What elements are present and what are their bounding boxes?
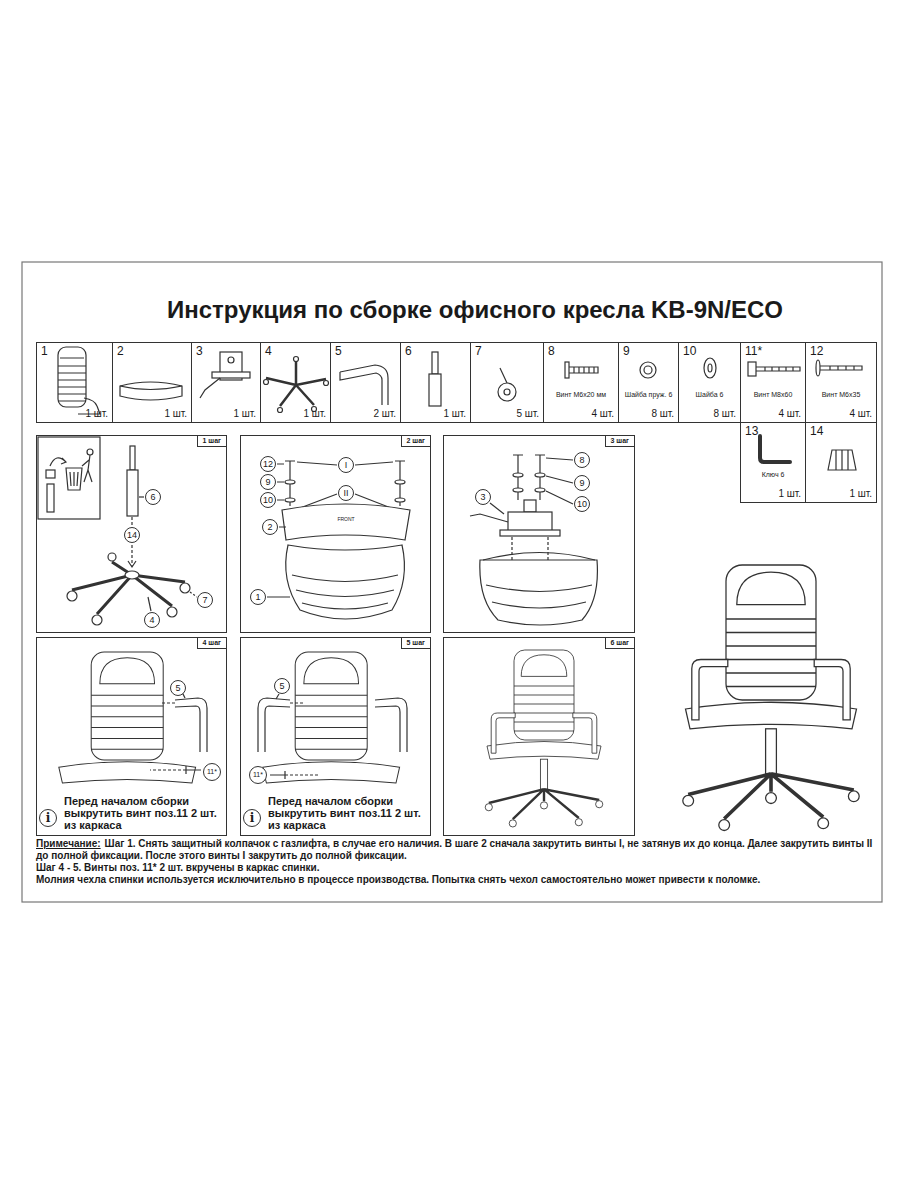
info-icon: i bbox=[243, 809, 261, 827]
part-number: 7 bbox=[475, 345, 482, 359]
note-paragraph: Шаг 4 - 5. Винты поз. 11* 2 шт. вкручены… bbox=[36, 862, 882, 874]
callout-number: II bbox=[338, 485, 354, 501]
info-icon: i bbox=[39, 809, 57, 827]
part-cell: 7 5 шт. bbox=[470, 342, 544, 423]
part-quantity: 1 шт. bbox=[85, 408, 108, 420]
part-number: 4 bbox=[265, 345, 272, 359]
part-name: Шайба 6 bbox=[696, 391, 724, 399]
part-number: 12 bbox=[810, 345, 823, 359]
callout-number: 5 bbox=[170, 680, 186, 696]
step-label: 1 шаг bbox=[197, 436, 226, 447]
part-quantity: 2 шт. bbox=[373, 408, 396, 420]
info-note: Перед началом сборки выкрутить винт поз.… bbox=[268, 795, 428, 831]
step-panel: 4 шагПеред началом сборки выкрутить винт… bbox=[36, 637, 227, 836]
notes-block: Примечание:Шаг 1. Снять защитный колпачо… bbox=[36, 838, 882, 886]
callout-number: 11* bbox=[203, 763, 221, 781]
part-cell: 1 1 шт. bbox=[36, 342, 113, 423]
callout-number: 2 bbox=[262, 519, 278, 535]
part-cell: 10Шайба 6 8 шт. bbox=[678, 342, 741, 423]
part-cell: 11* Винт М8х60 4 шт. bbox=[740, 342, 806, 423]
part-number: 11* bbox=[745, 345, 762, 359]
note-paragraph: Примечание:Шаг 1. Снять защитный колпачо… bbox=[36, 838, 882, 862]
info-note: Перед началом сборки выкрутить винт поз.… bbox=[64, 795, 224, 831]
part-name: Ключ 6 bbox=[762, 471, 785, 479]
part-cell: 4 1 шт. bbox=[260, 342, 331, 423]
part-number: 9 bbox=[623, 345, 630, 359]
part-quantity: 1 шт. bbox=[164, 408, 187, 420]
part-cell: 9Шайба пруж. 6 8 шт. bbox=[618, 342, 679, 423]
part-quantity: 1 шт. bbox=[849, 488, 872, 500]
callout-number: 11* bbox=[249, 766, 267, 784]
part-quantity: 1 шт. bbox=[778, 488, 801, 500]
part-cell: 2 1 шт. bbox=[112, 342, 192, 423]
part-number: 14 bbox=[810, 425, 823, 439]
callout-number: 1 bbox=[250, 589, 266, 605]
part-cell: 14 1 шт. bbox=[805, 422, 877, 503]
step-label: 2 шаг bbox=[401, 436, 430, 447]
step-label: 6 шаг bbox=[605, 638, 634, 649]
callout-number: 12 bbox=[260, 456, 276, 472]
callout-number: 9 bbox=[260, 474, 276, 490]
note-text: Шаг 4 - 5. Винты поз. 11* 2 шт. вкручены… bbox=[36, 862, 319, 873]
note-text: Шаг 1. Снять защитный колпачок с газлифт… bbox=[36, 838, 872, 861]
callout-number: 10 bbox=[574, 496, 590, 512]
callout-number: 8 bbox=[574, 452, 590, 468]
part-quantity: 8 шт. bbox=[713, 408, 736, 420]
part-number: 13 bbox=[745, 425, 758, 439]
part-number: 1 bbox=[41, 345, 48, 359]
part-number: 2 bbox=[117, 345, 124, 359]
callout-number: 3 bbox=[475, 489, 491, 505]
part-name: Винт М6х35 bbox=[822, 391, 861, 399]
note-text: Примечание: bbox=[36, 838, 101, 849]
callout-number: 4 bbox=[144, 612, 160, 628]
part-number: 6 bbox=[405, 345, 412, 359]
part-cell: 6 1 шт. bbox=[400, 342, 471, 423]
part-cell: 12Винт М6х35 4 шт. bbox=[805, 342, 877, 423]
step-panel: 5 шагПеред началом сборки выкрутить винт… bbox=[240, 637, 431, 836]
callout-number: 9 bbox=[574, 475, 590, 491]
part-name: Винт М8х60 bbox=[754, 391, 793, 399]
part-quantity: 1 шт. bbox=[303, 408, 326, 420]
front-mark: FRONT bbox=[336, 516, 355, 522]
callout-number: I bbox=[338, 457, 354, 473]
step-label: 3 шаг bbox=[605, 436, 634, 447]
part-cell: 3 1 шт. bbox=[191, 342, 261, 423]
part-number: 10 bbox=[683, 345, 696, 359]
step-panel: 6 шаг bbox=[443, 637, 635, 836]
step-label: 5 шаг bbox=[401, 638, 430, 649]
part-quantity: 4 шт. bbox=[591, 408, 614, 420]
part-quantity: 8 шт. bbox=[651, 408, 674, 420]
part-number: 3 bbox=[196, 345, 203, 359]
part-quantity: 4 шт. bbox=[778, 408, 801, 420]
part-number: 5 bbox=[335, 345, 342, 359]
callout-number: 5 bbox=[274, 678, 290, 694]
callout-number: 10 bbox=[260, 492, 276, 508]
part-name: Шайба пруж. 6 bbox=[625, 391, 673, 399]
callout-number: 6 bbox=[145, 489, 161, 505]
part-cell: 8Винт М6х20 мм 4 шт. bbox=[543, 342, 619, 423]
step-label: 4 шаг bbox=[197, 638, 226, 649]
part-quantity: 1 шт. bbox=[443, 408, 466, 420]
part-quantity: 5 шт. bbox=[516, 408, 539, 420]
step-panel: 3 шаг bbox=[443, 435, 635, 633]
part-quantity: 4 шт. bbox=[849, 408, 872, 420]
note-text: Молния чехла спинки используется исключи… bbox=[36, 874, 760, 885]
part-cell: 13Ключ 6 1 шт. bbox=[740, 422, 806, 503]
callout-number: 7 bbox=[197, 592, 213, 608]
part-cell: 5 2 шт. bbox=[330, 342, 401, 423]
title-text: Инструкция по сборке офисного кресла KB-… bbox=[75, 296, 875, 324]
part-number: 8 bbox=[548, 345, 555, 359]
callout-number: 14 bbox=[124, 527, 140, 543]
part-name: Винт М6х20 мм bbox=[556, 391, 606, 399]
note-paragraph: Молния чехла спинки используется исключи… bbox=[36, 874, 882, 886]
part-quantity: 1 шт. bbox=[233, 408, 256, 420]
